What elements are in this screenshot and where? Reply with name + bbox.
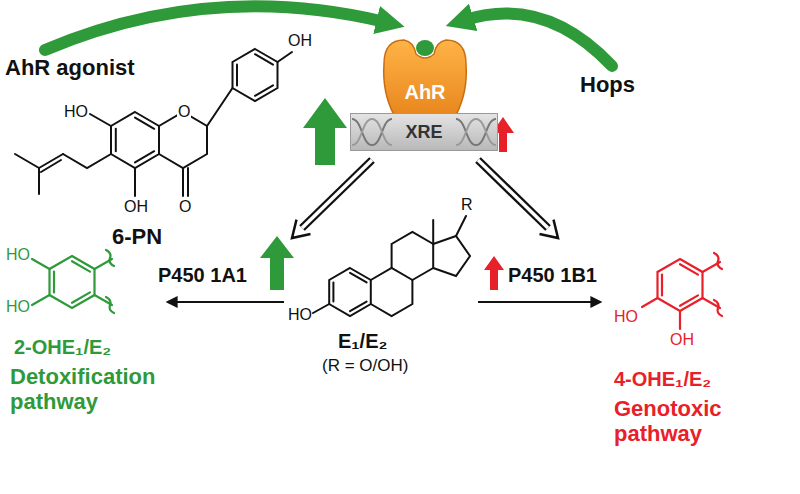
atom-label: R: [461, 196, 473, 214]
atom-label: OH: [124, 198, 148, 216]
metabolite-name: 2-OHE₁/E₂: [14, 336, 111, 359]
enzyme-label: P450 1A1: [158, 264, 247, 287]
enzyme-label: P450 1B1: [508, 264, 597, 287]
ahr-receptor-shape: [380, 36, 470, 116]
atom-label: O: [179, 198, 191, 216]
metabolite-name: 4-OHE₁/E₂: [614, 368, 711, 391]
ahr-receptor: AhR: [380, 36, 470, 116]
compound-name: 6-PN: [112, 224, 162, 249]
atom-label: HO: [288, 306, 312, 324]
pathway-label: Genotoxic pathway: [614, 396, 764, 447]
atom-label: HO: [64, 103, 88, 121]
node-text: XRE: [405, 122, 442, 143]
atom-label: O: [177, 103, 191, 121]
agonist-label: AhR agonist: [5, 55, 135, 80]
atom-label: OH: [288, 32, 312, 50]
xre-dna: XRE: [350, 113, 498, 151]
substituent-note: (R = O/OH): [322, 356, 408, 376]
atom-label: HO: [6, 246, 30, 264]
atom-label: HO: [6, 298, 30, 316]
source-label: Hops: [580, 72, 635, 97]
compound-name: E₁/E₂: [338, 330, 387, 353]
node-text: AhR: [404, 81, 445, 104]
atom-label: OH: [670, 331, 694, 349]
atom-label: HO: [614, 308, 638, 326]
pathway-label: Detoxification pathway: [10, 364, 185, 415]
